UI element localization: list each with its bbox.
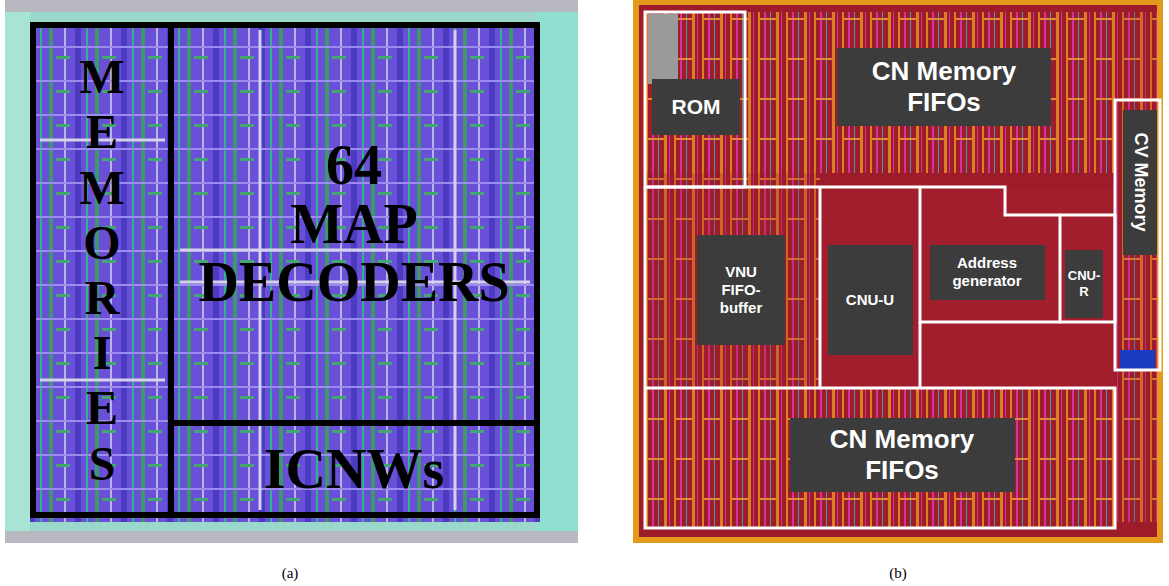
block-label: CV Memory [1129, 132, 1151, 231]
chip-a [5, 0, 578, 543]
region-label: MEMORIES [78, 49, 126, 491]
edge-strip [537, 12, 578, 531]
block-label: CNU-U [846, 291, 894, 309]
core-area [30, 22, 540, 522]
block-label-box: VNU FIFO-buffer [697, 235, 785, 345]
block-label-box: ROM [652, 79, 740, 135]
pad-ring [5, 531, 578, 543]
block-label: Address generator [937, 254, 1037, 290]
block-label-box: Address generator [930, 245, 1045, 300]
block-label-box: CN Memory FIFOs [790, 418, 1015, 492]
routing-texture [1115, 12, 1157, 522]
routing-texture [645, 173, 820, 388]
die-background [5, 0, 578, 543]
chip-region: MEMORIES [30, 22, 174, 518]
routing-texture [645, 12, 1115, 173]
chip-region: 64 MAP DECODERS [168, 22, 540, 426]
block-label-box: CV Memory [1123, 110, 1157, 255]
block-outlines [645, 12, 1160, 528]
block-label-box: CNU-U [828, 245, 913, 355]
region-label: 64 MAP DECODERS [180, 136, 528, 312]
block-label: VNU FIFO-buffer [710, 263, 772, 317]
block-label: ROM [672, 94, 721, 119]
routing-texture [645, 388, 1115, 528]
core-area [639, 5, 1157, 537]
logic-area [820, 188, 1115, 388]
region-label: ICNWs [264, 440, 444, 499]
die-background [633, 0, 1163, 543]
edge-strip [5, 12, 30, 531]
block-label-box: CNU-R [1065, 250, 1103, 318]
subfigure-caption: (b) [889, 565, 907, 582]
block-label: CN Memory FIFOs [849, 56, 1039, 118]
macro-cell [1120, 350, 1155, 370]
block-label-box: CN Memory FIFOs [837, 48, 1051, 126]
block-label: CNU-R [1067, 268, 1101, 299]
pad-ring [5, 0, 578, 12]
rom-array [648, 14, 678, 84]
chip-region: ICNWs [168, 420, 540, 518]
chip-b [633, 0, 1163, 543]
routing-lines [40, 30, 530, 510]
block-label: CN Memory FIFOs [807, 424, 997, 486]
subfigure-caption: (a) [282, 565, 299, 582]
